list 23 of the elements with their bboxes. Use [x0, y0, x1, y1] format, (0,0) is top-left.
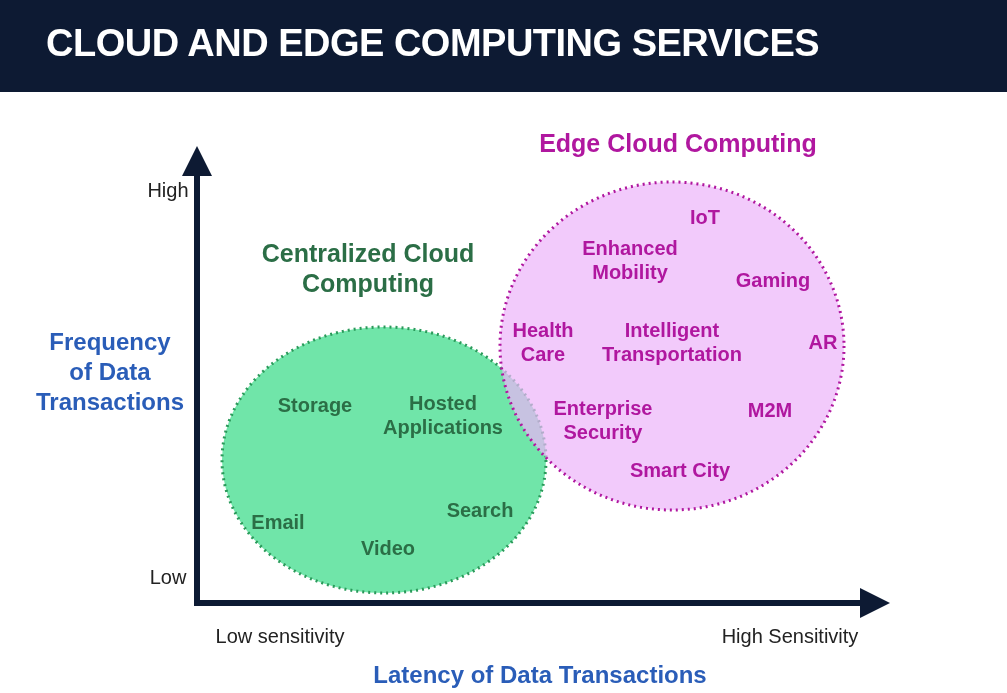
axis-tick-label: High: [147, 178, 189, 202]
axis-tick-label: Low sensitivity: [215, 624, 345, 648]
service-label: M2M: [747, 398, 793, 422]
service-label: Smart City: [629, 458, 731, 482]
axis-tick-label: Low: [149, 565, 187, 589]
title: CLOUD AND EDGE COMPUTING SERVICES: [46, 22, 820, 65]
service-label: Search: [446, 498, 514, 522]
service-label: IoT: [690, 205, 720, 229]
service-label: Video: [360, 536, 416, 560]
group-heading: Centralized Cloud Computing: [260, 238, 476, 298]
service-label: Enterprise Security: [552, 396, 654, 444]
axis-tick-label: High Sensitivity: [721, 624, 859, 648]
service-label: Storage: [277, 393, 353, 417]
group-heading: Edge Cloud Computing: [538, 128, 818, 158]
service-label: Gaming: [735, 268, 811, 292]
service-label: Intelligent Transportation: [601, 318, 743, 366]
axis-title: Latency of Data Transactions: [373, 660, 707, 690]
service-label: Enhanced Mobility: [581, 236, 679, 284]
service-label: Health Care: [511, 318, 575, 366]
axis-title: Frequency of Data Transactions: [35, 327, 185, 417]
service-label: Email: [251, 510, 305, 534]
service-label: AR: [808, 330, 838, 354]
service-label: Hosted Applications: [382, 391, 504, 439]
